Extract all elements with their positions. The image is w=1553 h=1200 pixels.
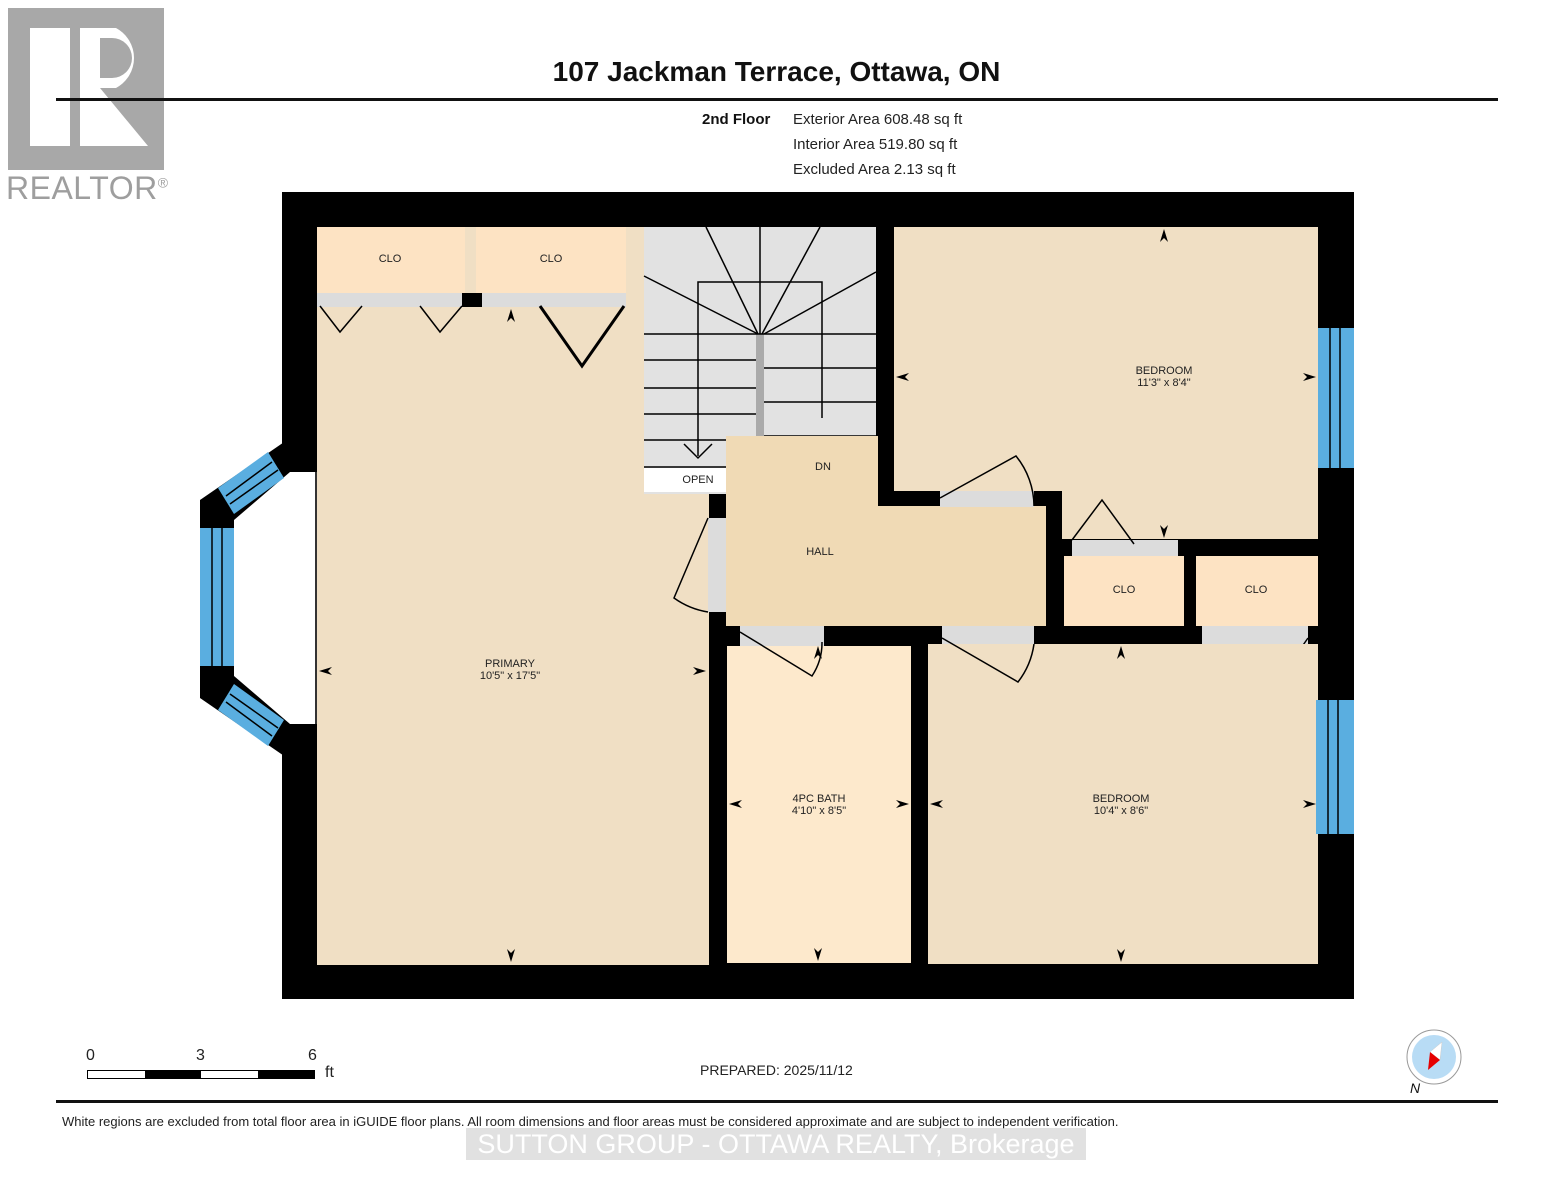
stairs-open-label: OPEN [682, 474, 714, 486]
compass-icon [1406, 1029, 1462, 1085]
brokerage-watermark: SUTTON GROUP - OTTAWA REALTY, Brokerage [466, 1128, 1086, 1160]
bedroom-top-label: BEDROOM 11'3" x 8'4" [1104, 365, 1224, 389]
compass-north-label: N [1410, 1080, 1421, 1096]
scale-bar [87, 1070, 315, 1079]
scale-tick-3: 3 [196, 1047, 205, 1064]
bath-label: 4PC BATH 4'10" x 8'5" [759, 793, 879, 817]
bedroom-bottom-name: BEDROOM [1092, 793, 1150, 805]
bedroom-top-name: BEDROOM [1135, 365, 1193, 377]
primary-name: PRIMARY [485, 658, 535, 670]
exterior-area: Exterior Area 608.48 sq ft [793, 111, 963, 128]
bath-name: 4PC BATH [792, 793, 846, 805]
closet-label-4: CLO [1244, 584, 1268, 596]
realtor-logo [8, 8, 164, 170]
primary-room-label: PRIMARY 10'5" x 17'5" [450, 658, 570, 682]
bedroom-bottom-label: BEDROOM 10'4" x 8'6" [1061, 793, 1181, 817]
excluded-area: Excluded Area 2.13 sq ft [793, 161, 956, 178]
closet-label-2: CLO [539, 253, 563, 265]
disclaimer-text: White regions are excluded from total fl… [62, 1114, 1119, 1129]
scale-tick-0: 0 [86, 1047, 95, 1064]
interior-area: Interior Area 519.80 sq ft [793, 136, 958, 153]
stairs-dn-label: DN [815, 461, 831, 473]
bath-dims: 4'10" x 8'5" [791, 805, 847, 817]
hall-label: HALL [806, 546, 834, 558]
title-divider [56, 98, 1498, 101]
realtor-r-icon [8, 8, 164, 170]
bedroom-bottom-dims: 10'4" x 8'6" [1093, 805, 1149, 817]
footer-divider [56, 1100, 1498, 1103]
scale-unit: ft [325, 1064, 334, 1081]
closet-label-1: CLO [378, 253, 402, 265]
closet-label-3: CLO [1112, 584, 1136, 596]
floor-label: 2nd Floor [702, 111, 771, 128]
scale-tick-6: 6 [308, 1047, 317, 1064]
primary-dims: 10'5" x 17'5" [479, 670, 541, 682]
page-title: 107 Jackman Terrace, Ottawa, ON [552, 56, 1001, 87]
bedroom-top-dims: 11'3" x 8'4" [1137, 377, 1191, 389]
prepared-date: PREPARED: 2025/11/12 [700, 1062, 853, 1078]
realtor-wordmark: REALTOR® [6, 170, 169, 206]
